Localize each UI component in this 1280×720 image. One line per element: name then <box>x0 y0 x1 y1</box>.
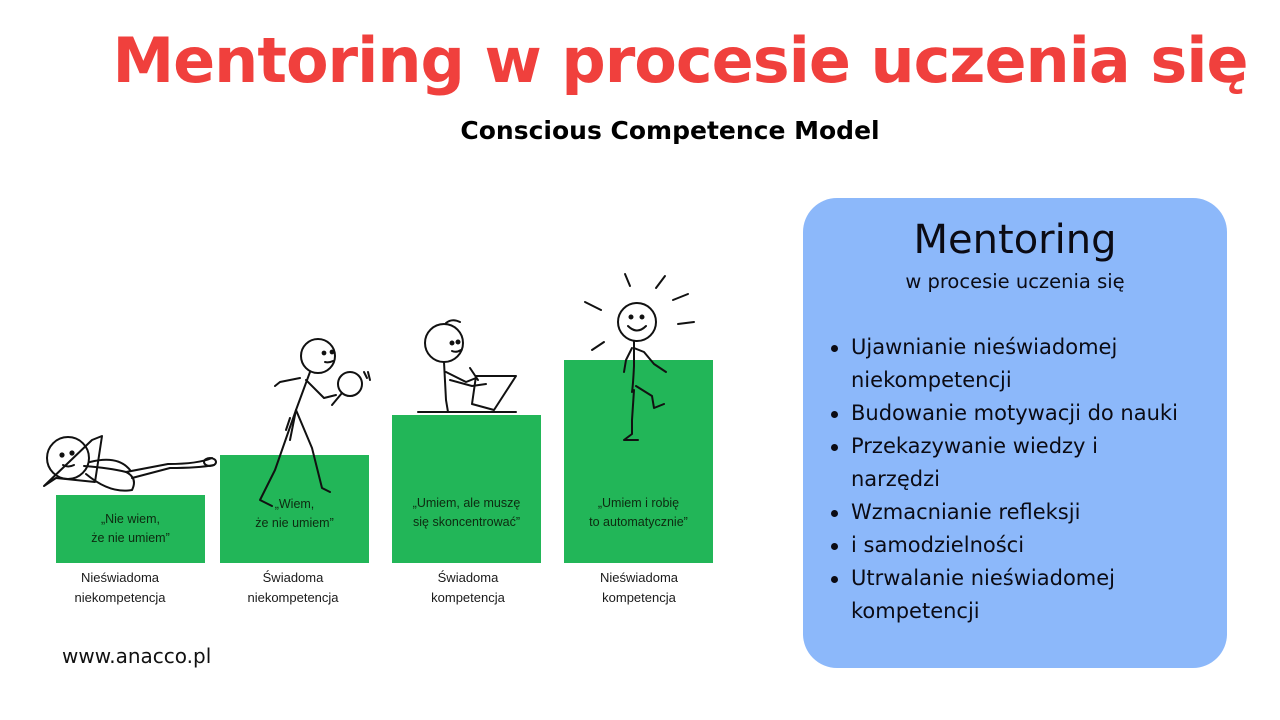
bullet-icon <box>831 411 838 418</box>
info-panel: Mentoring w procesie uczenia się Ujawnia… <box>803 198 1227 668</box>
step-1: „Nie wiem, że nie umiem” <box>56 495 205 563</box>
stage-label-2-line-1: Świadoma <box>262 570 324 585</box>
website-link[interactable]: www.anacco.pl <box>62 644 212 668</box>
lying-stick-figure-icon <box>43 435 217 492</box>
stage-label-3: Świadoma kompetencja <box>393 568 543 607</box>
bullet-icon <box>831 510 838 517</box>
list-item: Wzmacnianie refleksji <box>825 496 1213 529</box>
step-2-quote-line-2: że nie umiem” <box>255 515 334 530</box>
stage-label-4-line-2: kompetencja <box>602 589 676 605</box>
panel-title: Mentoring <box>913 217 1117 263</box>
bullet-icon <box>831 576 838 583</box>
stage-label-2: Świadoma niekompetencja <box>218 568 368 607</box>
stage-label-2-line-2: niekompetencja <box>247 589 339 605</box>
step-3-quote-line-1: „Umiem, ale muszę <box>412 496 521 510</box>
bullet-icon <box>831 345 838 352</box>
stage-label-1-line-1: Nieświadoma <box>80 570 160 585</box>
stage-label-1: Nieświadoma niekompetencja <box>45 568 195 607</box>
step-3-quote-line-2: się skoncentrować” <box>413 514 520 529</box>
stage-label-4-line-1: Nieświadoma <box>599 570 679 585</box>
step-2-quote-line-1: „Wiem, <box>274 497 315 511</box>
step-2: „Wiem, że nie umiem” <box>220 455 369 563</box>
step-4-quote-line-1: „Umiem i robię <box>597 496 680 510</box>
stage-label-3-line-2: kompetencja <box>431 589 505 605</box>
page-title: Mentoring w procesie uczenia się <box>112 24 1248 97</box>
page-subtitle: Conscious Competence Model <box>460 116 880 145</box>
step-4: „Umiem i robię to automatycznie” <box>564 360 713 563</box>
step-1-quote-line-1: „Nie wiem, <box>100 512 161 527</box>
list-item: Budowanie motywacji do nauki <box>825 397 1213 430</box>
panel-subtitle: w procesie uczenia się <box>905 270 1125 293</box>
step-1-quote-line-2: że nie umiem” <box>91 531 170 545</box>
searching-stick-figure-icon <box>259 338 371 507</box>
stage-label-3-line-1: Świadoma <box>437 570 499 585</box>
list-item: i samodzielności <box>825 529 1213 562</box>
step-3: „Umiem, ale muszę się skoncentrować” <box>392 415 541 563</box>
writing-stick-figure-icon <box>417 319 517 413</box>
bullet-icon <box>831 543 838 550</box>
stage-label-4: Nieświadoma kompetencja <box>564 568 714 607</box>
step-4-quote-line-2: to automatycznie” <box>589 514 688 529</box>
happy-stick-figure-icon <box>584 273 695 441</box>
bullet-icon <box>831 444 838 451</box>
stage-label-1-line-2: niekompetencja <box>74 589 166 605</box>
